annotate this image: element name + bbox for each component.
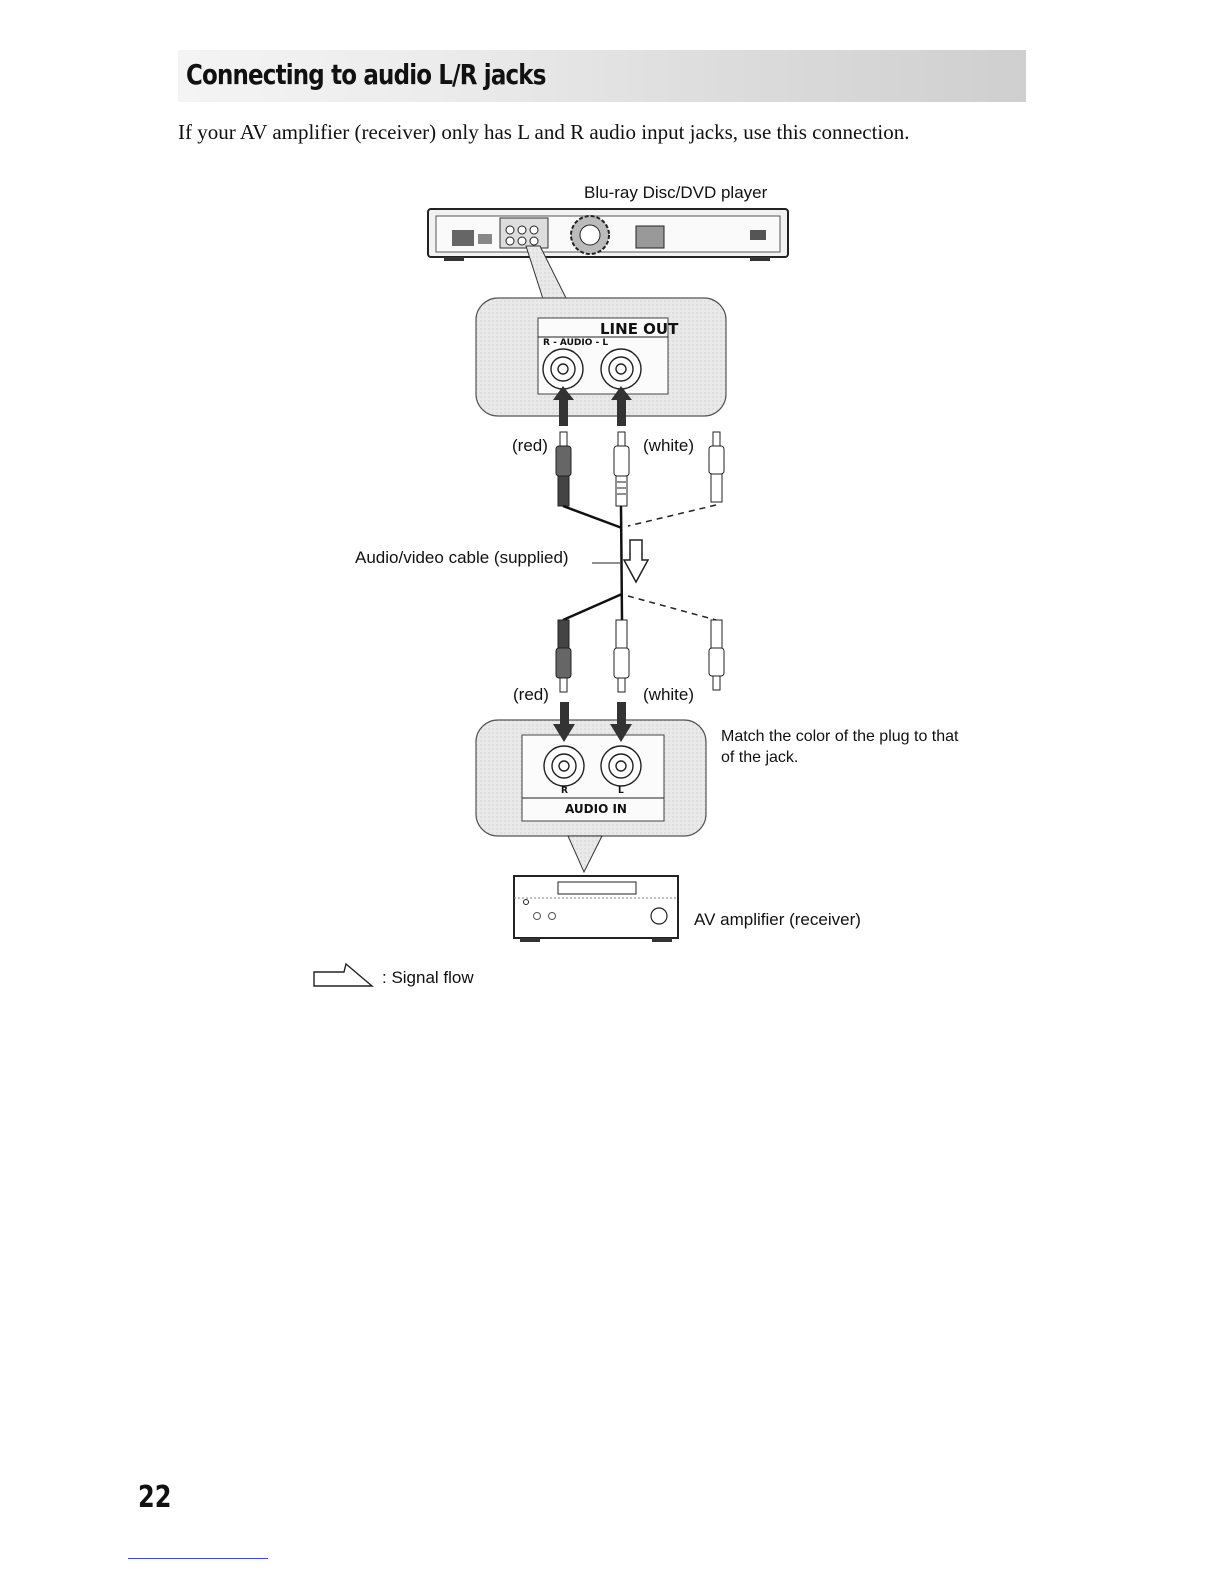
signal-flow-label: : Signal flow: [382, 968, 474, 987]
audio-in-callout: [475, 719, 707, 837]
arrow-up-icon: [553, 386, 632, 426]
line-out-label: LINE OUT: [600, 320, 679, 338]
arrow-down-icon: [553, 702, 632, 742]
signal-flow-legend-icon: [313, 962, 374, 987]
section-heading: Connecting to audio L/R jacks: [186, 58, 546, 91]
white-bottom-label: (white): [643, 685, 695, 704]
plug-white-top-icon: [613, 431, 630, 507]
bottom-rule: [128, 1558, 268, 1559]
cable-lines: [562, 504, 624, 622]
intro-text: If your AV amplifier (receiver) only has…: [178, 120, 910, 144]
page-number: 22: [138, 1480, 172, 1515]
plug-red-top-icon: [555, 431, 572, 507]
match-note: Match the color of the plug to that of t…: [721, 728, 959, 766]
plug-red-bottom-icon: [555, 619, 572, 693]
line-out-callout: [475, 297, 727, 417]
plug-extra-top-icon: [708, 431, 725, 503]
red-top-label: (red): [512, 436, 548, 455]
audio-rl-label: R - AUDIO - L: [543, 338, 609, 348]
bluray-player-icon: [427, 208, 789, 261]
l-label: L: [618, 786, 624, 796]
av-amplifier-icon: [513, 875, 679, 942]
plug-extra-bottom-icon: [708, 619, 725, 691]
white-top-label: (white): [643, 436, 695, 455]
player-label: Blu-ray Disc/DVD player: [584, 183, 768, 202]
amplifier-label: AV amplifier (receiver): [694, 910, 861, 929]
red-bottom-label: (red): [513, 685, 549, 704]
signal-flow-arrow-icon: [622, 539, 650, 584]
audio-in-label: AUDIO IN: [565, 802, 627, 816]
section-heading-bar: Connecting to audio L/R jacks: [178, 50, 1026, 102]
r-label: R: [561, 786, 568, 796]
cable-label: Audio/video cable (supplied): [355, 548, 569, 567]
plug-white-bottom-icon: [613, 619, 630, 693]
